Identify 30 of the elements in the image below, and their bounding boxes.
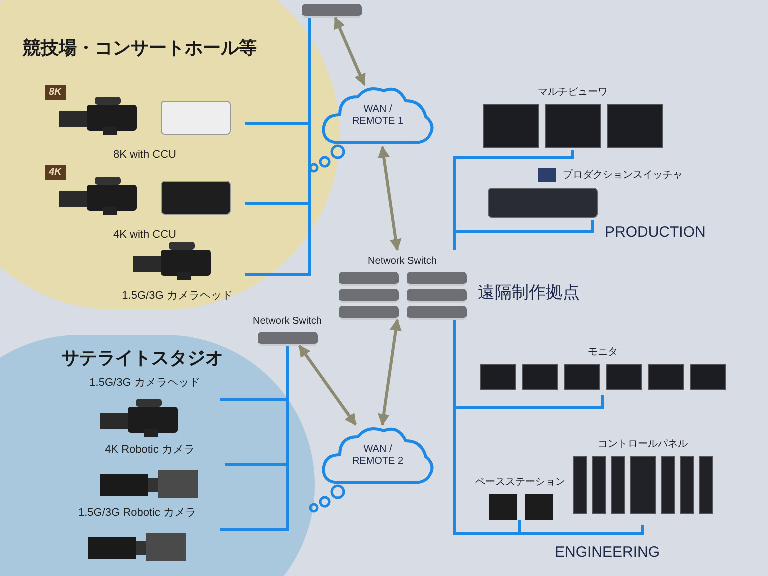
group-label: コントロールパネル	[598, 438, 688, 452]
group-label: モニタ	[588, 346, 618, 360]
device-caption: 4K Robotic カメラ	[105, 443, 195, 458]
device-caption: 1.5G/3G Robotic カメラ	[78, 506, 196, 521]
group-label: ベースステーション	[476, 476, 566, 490]
resolution-badge: 4K	[45, 165, 66, 180]
double-arrow	[378, 318, 402, 426]
double-arrow	[298, 345, 358, 426]
device-caption: 4K with CCU	[114, 228, 176, 242]
double-arrow	[378, 146, 402, 252]
double-arrow	[334, 16, 366, 86]
network-line	[454, 320, 644, 536]
network-line	[220, 346, 290, 532]
region-heading: 競技場・コンサートホール等	[23, 37, 257, 60]
area-label: 遠隔制作拠点	[478, 282, 580, 304]
network-line	[245, 18, 312, 276]
area-label: PRODUCTION	[605, 223, 706, 243]
group-label: マルチビューワ	[538, 86, 608, 100]
device-caption: 8K with CCU	[114, 148, 176, 162]
network-line	[454, 220, 594, 250]
switch-label: Network Switch	[253, 315, 322, 329]
cloud-label: WAN / REMOTE 2	[351, 444, 405, 468]
device-caption: 1.5G/3G カメラヘッド	[90, 376, 200, 391]
device-caption: 1.5G/3G カメラヘッド	[122, 288, 233, 304]
cloud-label: WAN / REMOTE 1	[351, 104, 405, 128]
region-heading: サテライトスタジオ	[62, 347, 224, 370]
device-caption: プロダクションスイッチャ	[563, 168, 683, 183]
area-label: ENGINEERING	[555, 543, 660, 563]
resolution-badge: 8K	[45, 85, 66, 100]
switch-label: Network Switch	[368, 255, 437, 269]
